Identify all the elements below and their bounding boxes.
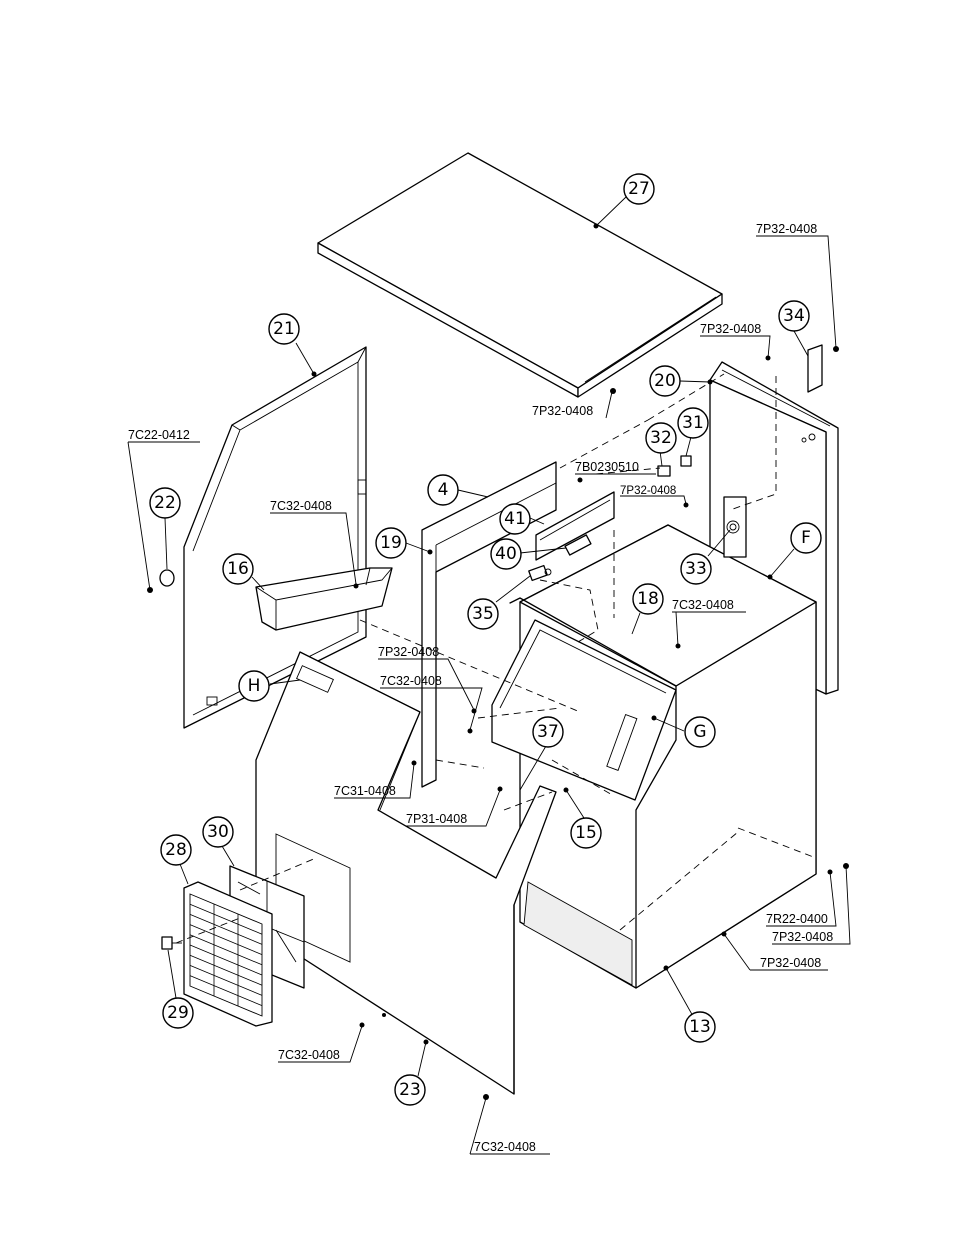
top-panel [318, 153, 722, 397]
callout-18: 18 [633, 584, 663, 614]
svg-text:4: 4 [438, 480, 449, 500]
callout-27: 27 [624, 174, 654, 204]
svg-text:41: 41 [504, 509, 526, 529]
label-7p32-at-20: 7P32-0408 [700, 322, 761, 336]
label-7c32-at-23: 7C32-0408 [278, 1048, 340, 1062]
svg-text:37: 37 [537, 722, 559, 742]
callout-29: 29 [163, 998, 193, 1028]
label-7c22: 7C22-0412 [128, 428, 190, 442]
svg-text:30: 30 [207, 822, 229, 842]
svg-text:15: 15 [575, 823, 597, 843]
callout-F: F [791, 523, 821, 553]
label-7p32-at-h: 7P32-0408 [378, 645, 439, 659]
svg-text:33: 33 [685, 559, 707, 579]
svg-text:16: 16 [227, 559, 249, 579]
svg-text:28: 28 [165, 840, 187, 860]
label-7p32-mid: 7P32-0408 [620, 485, 676, 497]
label-7p32-top-right: 7P32-0408 [756, 222, 817, 236]
label-7c32-at-h: 7C32-0408 [380, 674, 442, 688]
label-7p32-base-2: 7P32-0408 [760, 956, 821, 970]
callout-21: 21 [269, 314, 299, 344]
svg-text:40: 40 [495, 544, 517, 564]
screw-29 [162, 937, 182, 949]
svg-text:35: 35 [472, 604, 494, 624]
callout-20: 20 [650, 366, 680, 396]
label-7c32-at-18: 7C32-0408 [672, 598, 734, 612]
svg-text:27: 27 [628, 179, 650, 199]
svg-text:20: 20 [654, 371, 676, 391]
svg-text:21: 21 [273, 319, 295, 339]
svg-text:31: 31 [682, 413, 704, 433]
label-7p32-base-1: 7P32-0408 [772, 930, 833, 944]
callout-34: 34 [779, 301, 809, 331]
svg-text:23: 23 [399, 1080, 421, 1100]
svg-text:18: 18 [637, 589, 659, 609]
label-7c32-at-16: 7C32-0408 [270, 499, 332, 513]
callout-40: 40 [491, 539, 521, 569]
svg-text:22: 22 [154, 493, 176, 513]
callout-15: 15 [571, 818, 601, 848]
svg-text:F: F [801, 528, 811, 548]
plug-22 [160, 570, 174, 586]
label-7c32-bottom: 7C32-0408 [474, 1140, 536, 1154]
washer-32 [658, 466, 670, 476]
label-7p31: 7P31-0408 [406, 812, 467, 826]
callout-22: 22 [150, 488, 180, 518]
callout-35: 35 [468, 599, 498, 629]
callout-19: 19 [376, 528, 406, 558]
label-7c31: 7C31-0408 [334, 784, 396, 798]
callout-13: 13 [685, 1012, 715, 1042]
screw-31 [681, 456, 691, 466]
callout-H: H [239, 671, 269, 701]
label-7p32-at-27: 7P32-0408 [532, 404, 593, 418]
svg-text:34: 34 [783, 306, 805, 326]
callout-16: 16 [223, 554, 253, 584]
svg-text:32: 32 [650, 428, 672, 448]
svg-text:13: 13 [689, 1017, 711, 1037]
callout-33: 33 [681, 554, 711, 584]
svg-text:19: 19 [380, 533, 402, 553]
callout-28: 28 [161, 835, 191, 865]
callout-32: 32 [646, 423, 676, 453]
svg-text:G: G [693, 722, 706, 742]
bracket-34 [808, 345, 822, 392]
label-7b0230510: 7B0230510 [575, 460, 639, 474]
callout-23: 23 [395, 1075, 425, 1105]
label-7r22: 7R22-0400 [766, 912, 828, 926]
callout-41: 41 [500, 504, 530, 534]
part-35 [529, 566, 551, 581]
callout-31: 31 [678, 408, 708, 438]
svg-text:29: 29 [167, 1003, 189, 1023]
callout-4: 4 [428, 475, 458, 505]
callout-30: 30 [203, 817, 233, 847]
bin-control-bracket [724, 497, 746, 557]
svg-text:H: H [248, 676, 261, 696]
callout-G: G [685, 717, 715, 747]
callout-37: 37 [533, 717, 563, 747]
